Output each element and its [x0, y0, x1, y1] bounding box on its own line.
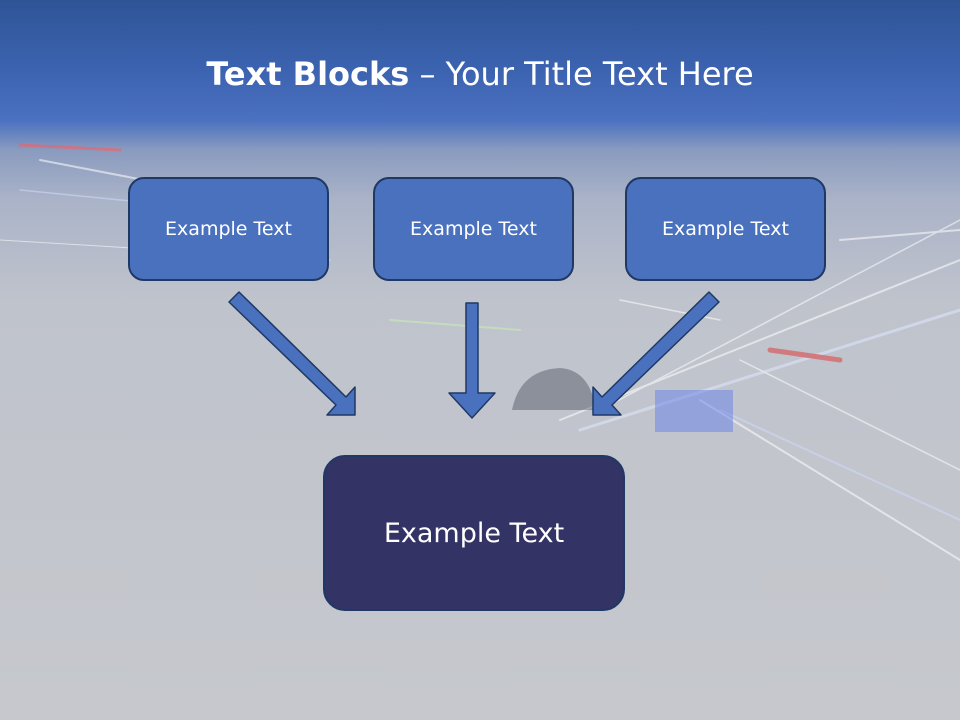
arrow-left — [228, 291, 356, 416]
arrow-right — [592, 291, 720, 416]
text-block-1[interactable]: Example Text — [128, 177, 329, 281]
title-bold: Text Blocks — [206, 55, 410, 93]
text-block-3[interactable]: Example Text — [625, 177, 826, 281]
arrow-center — [448, 302, 496, 419]
title-rest: Your Title Text Here — [445, 55, 754, 93]
page-title: Text Blocks – Your Title Text Here — [0, 55, 960, 93]
target-block[interactable]: Example Text — [323, 455, 625, 611]
title-dash: – — [409, 55, 446, 93]
text-block-2[interactable]: Example Text — [373, 177, 574, 281]
